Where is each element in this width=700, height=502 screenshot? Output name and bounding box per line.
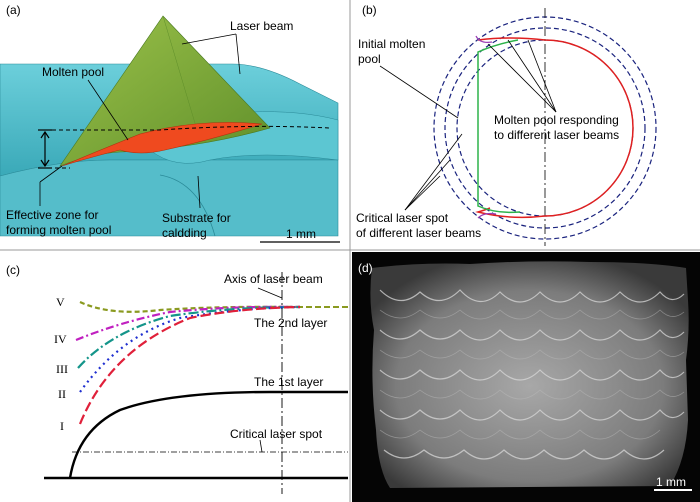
label-responding-2: to different laser beams — [494, 128, 619, 142]
scale-text-d: 1 mm — [656, 475, 686, 489]
curve-label-IV: IV — [54, 332, 67, 346]
panel-c-label: (c) — [6, 263, 20, 277]
panel-c: (c) Axis of laser beam The 2nd layer The… — [6, 263, 348, 494]
label-laser-beam: Laser beam — [230, 19, 293, 33]
label-effective-zone-2: forming molten pool — [6, 223, 111, 237]
curve-II — [79, 305, 301, 393]
curve-label-V: V — [56, 295, 65, 309]
substrate-edge-curve — [159, 174, 216, 237]
curve-label-III: III — [56, 362, 68, 376]
effective-zone-outline — [45, 125, 331, 131]
label-effective-zone-1: Effective zone for — [6, 208, 99, 222]
micrograph-bead-arcs-fine — [379, 309, 685, 440]
curve-I — [78, 305, 301, 425]
label-axis: Axis of laser beam — [224, 272, 323, 286]
label-first-layer: The 1st layer — [254, 375, 323, 389]
curve-label-II: II — [58, 387, 66, 401]
label-initial-1: Initial molten — [358, 37, 425, 51]
panel-b-label: (b) — [362, 3, 377, 17]
scale-text-a: 1 mm — [286, 227, 316, 241]
panel-b: (b) Initial molten pool Molten pool resp… — [356, 3, 657, 246]
leader-laser-beam-2 — [235, 33, 241, 75]
micrograph-specimen — [370, 261, 689, 488]
panel-a: (a) Laser beam Molten pool Effective zon… — [0, 3, 340, 243]
initial-pool-curve — [475, 37, 634, 219]
label-molten-pool: Molten pool — [42, 65, 104, 79]
leader-laser-beam — [181, 33, 237, 45]
label-initial-2: pool — [358, 52, 381, 66]
label-critical-1: Critical laser spot — [356, 211, 449, 225]
leader-substrate — [197, 175, 201, 209]
curve-IV — [75, 305, 301, 342]
responding-pool-purple-bottom — [477, 212, 497, 219]
axis-leader — [257, 287, 283, 299]
curve-III — [77, 305, 301, 369]
panel-a-label: (a) — [6, 3, 21, 17]
curve-label-I: I — [60, 419, 64, 433]
leader-effective-zone-2 — [39, 165, 63, 183]
leader-molten-pool — [87, 79, 129, 141]
micrograph-bead-arcs — [379, 289, 685, 460]
label-second-layer: The 2nd layer — [254, 316, 327, 330]
panel-d-label: (d) — [358, 261, 373, 275]
molten-pool — [61, 122, 263, 167]
label-critical-spot: Critical laser spot — [230, 427, 323, 441]
label-substrate-1: Substrate for — [162, 211, 231, 225]
label-substrate-2: caldding — [162, 226, 207, 240]
label-critical-2: of different laser beams — [356, 226, 481, 240]
first-layer-curve — [68, 390, 348, 479]
effective-zone-bracket — [38, 129, 52, 169]
panel-d: (d) 1 mm — [352, 252, 700, 502]
label-responding-1: Molten pool responding — [494, 113, 619, 127]
laser-cone-edge — [162, 15, 201, 141]
responding-pool-green — [477, 39, 521, 214]
critical-spot-leader — [259, 439, 263, 453]
leaders-b — [379, 39, 557, 211]
responding-pool-purple-top — [475, 35, 493, 44]
